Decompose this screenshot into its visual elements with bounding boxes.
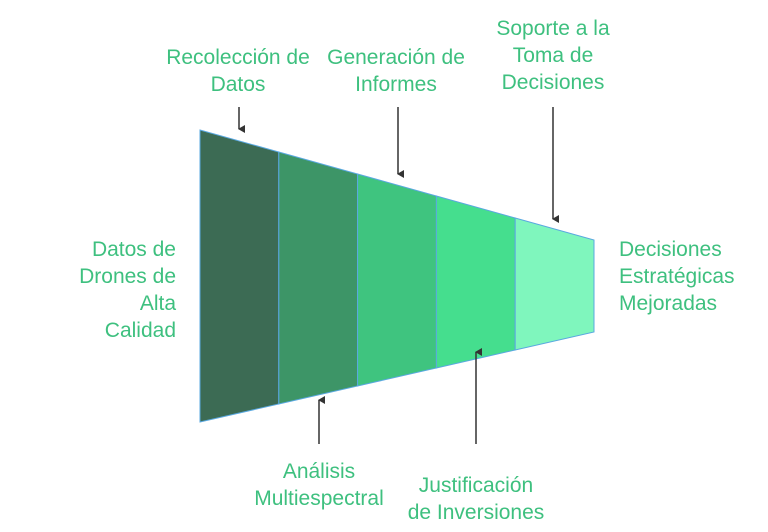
funnel-segment-generacion: [357, 173, 437, 387]
stage-label-justificacion: Justificación de Inversiones: [407, 474, 545, 524]
funnel-segment-soporte: [514, 217, 595, 351]
stage-label-generacion: Generación de Informes: [327, 46, 465, 96]
stage-label-recoleccion: Recolección de Datos: [166, 46, 310, 96]
funnel-segment-justificacion: [435, 195, 516, 369]
stage-label-soporte: Soporte a la Toma de Decisiones: [496, 17, 610, 94]
funnel-segment-analisis: [278, 151, 359, 405]
output-label: Decisiones Estratégicas Mejoradas: [619, 238, 735, 315]
stage-label-analisis: Análisis Multiespectral: [254, 460, 384, 510]
funnel-segment-recoleccion: [199, 129, 280, 423]
input-label: Datos de Drones de Alta Calidad: [79, 238, 176, 342]
